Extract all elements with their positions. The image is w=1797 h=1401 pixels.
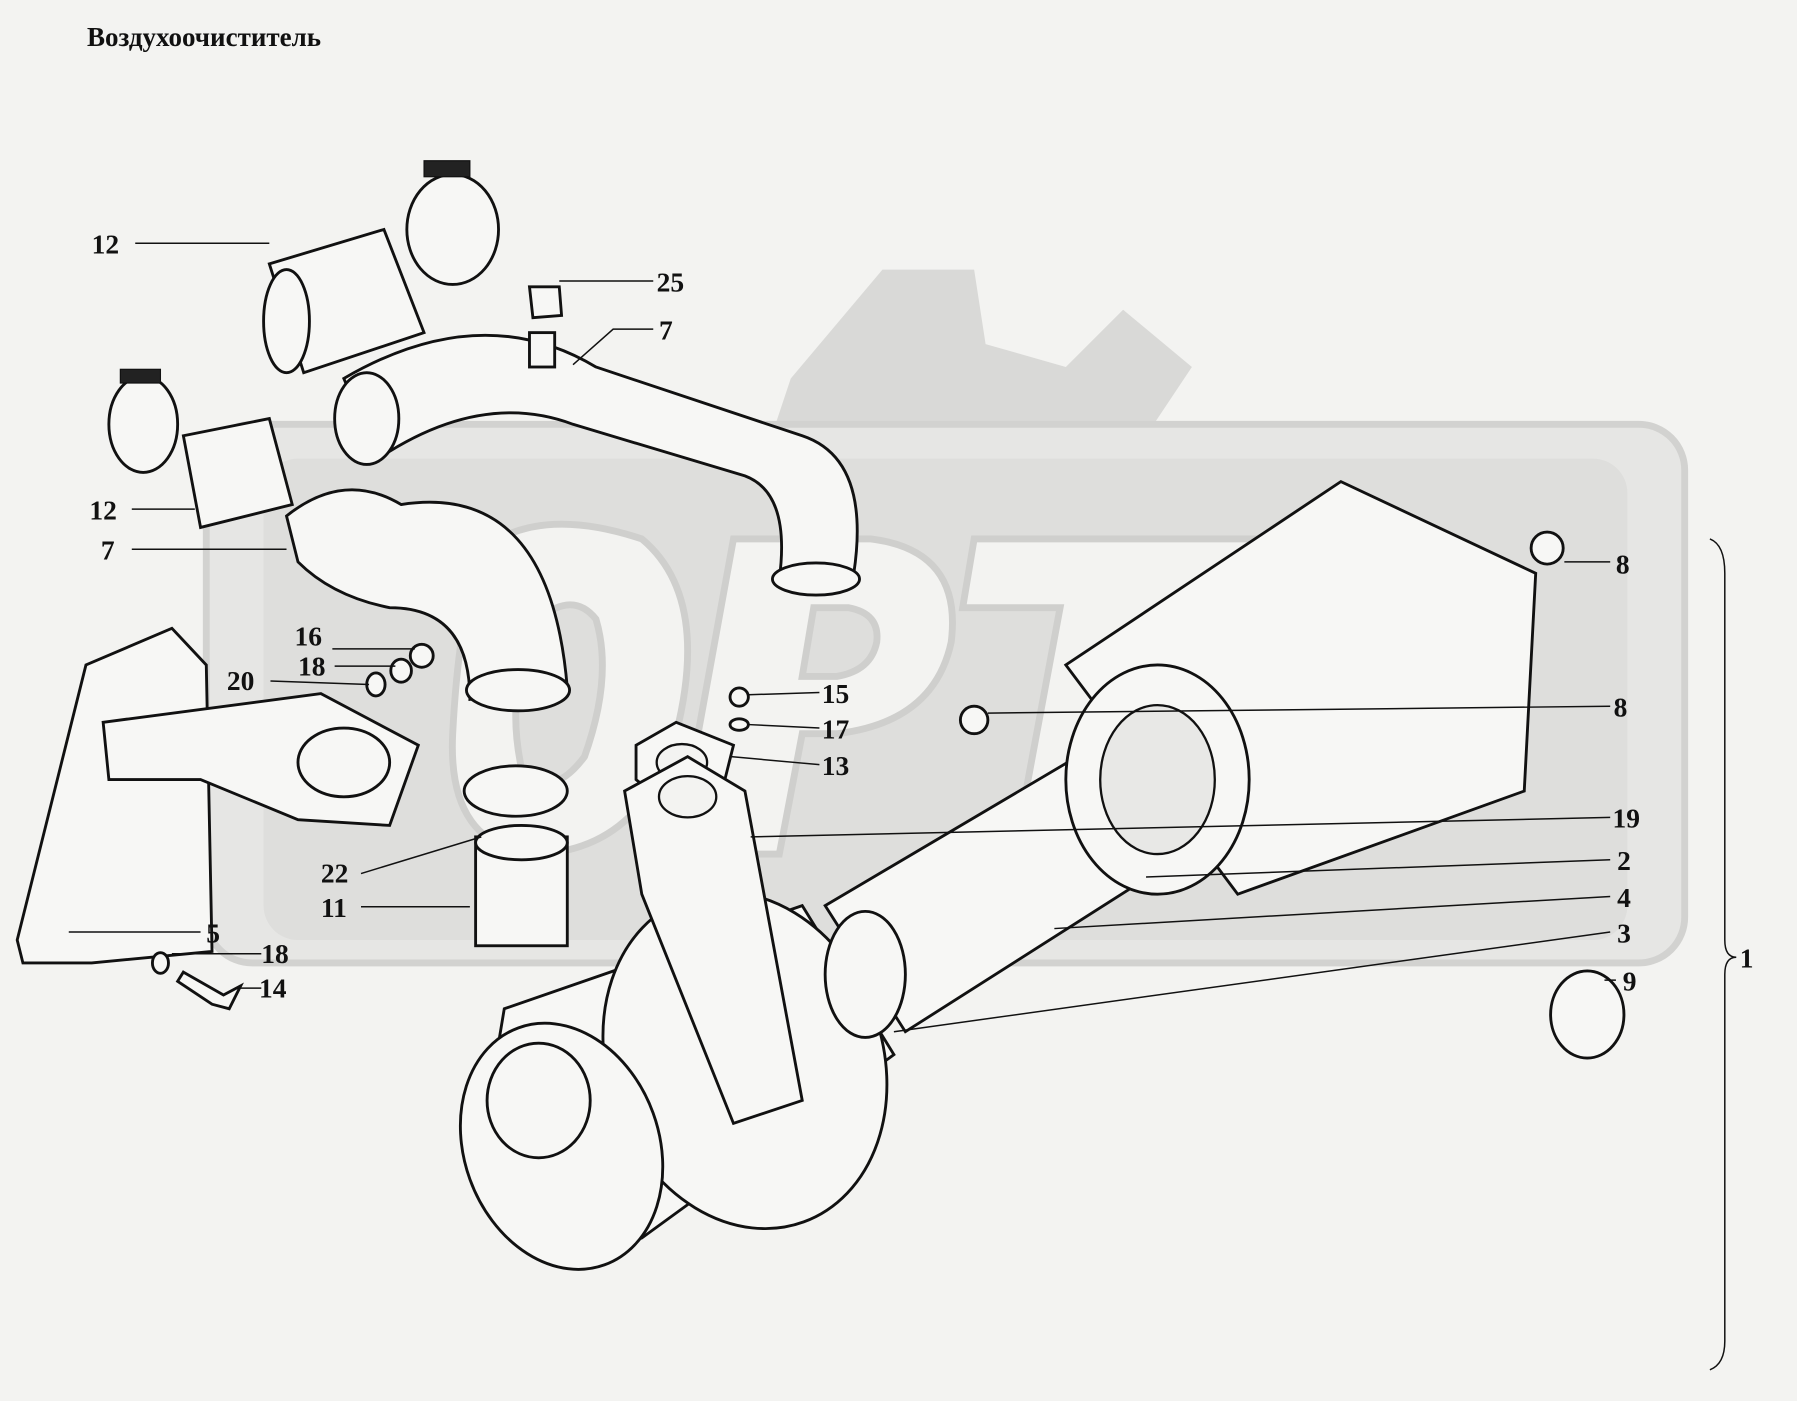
sleeves-and-clamps — [107, 160, 500, 530]
callout-14: 14 — [259, 972, 287, 1003]
page-title: Воздухоочиститель — [87, 22, 322, 52]
leader-lines — [68, 242, 1737, 1371]
small-parts — [150, 530, 1626, 1060]
callout-13: 13 — [822, 750, 850, 781]
callout-7: 7 — [659, 314, 673, 345]
callout-4: 4 — [1617, 882, 1631, 913]
callout-16: 16 — [295, 620, 322, 651]
callout-20: 20 — [227, 665, 254, 696]
callout-7: 7 — [101, 535, 115, 566]
callout-25: 25 — [657, 266, 685, 297]
callout-18: 18 — [261, 938, 289, 969]
callout-18: 18 — [298, 650, 326, 681]
air-cleaner-housing — [458, 755, 896, 1271]
callout-5: 5 — [206, 917, 220, 948]
callout-9: 9 — [1623, 965, 1637, 996]
callout-22: 22 — [321, 858, 349, 889]
callout-19: 19 — [1612, 803, 1640, 834]
callout-15: 15 — [822, 678, 850, 709]
callout-12: 12 — [92, 229, 120, 260]
pipe-upper — [333, 285, 861, 597]
filter-element — [823, 479, 1538, 1039]
callout-8: 8 — [1616, 548, 1630, 579]
clamp-and-sleeve — [462, 764, 569, 948]
callout-3: 3 — [1617, 917, 1631, 948]
callout-8: 8 — [1614, 692, 1628, 723]
callout-labels: 12 25 7 12 7 16 18 20 15 17 13 22 11 5 1… — [89, 229, 1753, 1004]
callout-17: 17 — [822, 713, 850, 744]
callout-11: 11 — [321, 892, 347, 923]
callout-1: 1 — [1740, 943, 1754, 974]
callout-2: 2 — [1617, 845, 1631, 876]
pipe-elbow — [284, 488, 572, 713]
callout-12: 12 — [89, 494, 117, 525]
bracket — [15, 626, 421, 965]
